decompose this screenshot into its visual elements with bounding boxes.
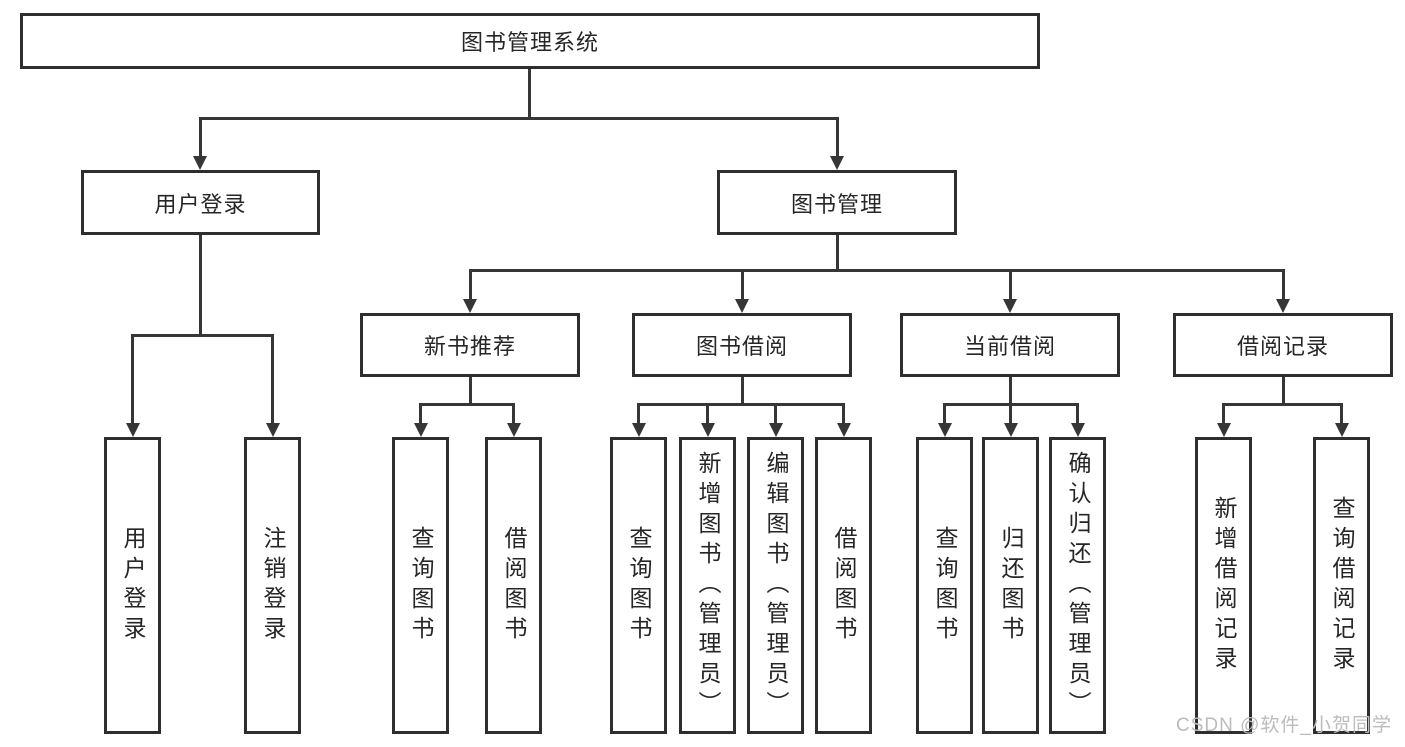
- leaf-edit-books-admin: 编辑图书（管理员）: [747, 437, 804, 734]
- node-user-login: 用户登录: [81, 170, 320, 235]
- leaf-query-borrow-record: 查询借阅记录: [1313, 437, 1370, 734]
- leaf-borrow-books-label: 借阅图书: [831, 525, 857, 646]
- arrowhead-current-borrow-icon: [1003, 299, 1017, 313]
- connector-new-book-stem: [469, 377, 472, 405]
- connector-drop-new-book: [469, 269, 472, 300]
- connector-borrow-records-stem: [1282, 377, 1285, 405]
- leaf-confirm-return-admin-label: 确认归还（管理员）: [1065, 450, 1091, 721]
- leaf-add-borrow-record: 新增借阅记录: [1195, 437, 1252, 734]
- leaf-add-books-admin: 新增图书（管理员）: [679, 437, 736, 734]
- node-root: 图书管理系统: [20, 13, 1040, 69]
- arrowhead-query-record-icon: [1335, 423, 1349, 437]
- connector-drop-borrow-records: [1282, 269, 1285, 300]
- arrowhead-borrow-query-icon: [632, 423, 646, 437]
- connector-root-drop-right: [836, 117, 839, 157]
- node-user-login-label: 用户登录: [154, 191, 247, 217]
- node-current-borrow: 当前借阅: [900, 313, 1120, 377]
- connector-book-borrow-rail: [637, 403, 845, 406]
- arrowhead-add-record-icon: [1217, 423, 1231, 437]
- arrowhead-edit-books-icon: [769, 423, 783, 437]
- connector-book-borrow-drop-2: [706, 403, 709, 424]
- leaf-return-books: 归还图书: [982, 437, 1039, 734]
- arrowhead-recommend-borrow-icon: [507, 423, 521, 437]
- node-current-borrow-label: 当前借阅: [963, 334, 1056, 359]
- leaf-current-query-books-label: 查询图书: [932, 525, 958, 646]
- leaf-query-borrow-record-label: 查询借阅记录: [1329, 495, 1355, 676]
- leaf-add-borrow-record-label: 新增借阅记录: [1211, 495, 1237, 676]
- leaf-user-login-label: 用户登录: [120, 525, 146, 646]
- connector-root-drop-left: [199, 117, 202, 157]
- leaf-recommend-query-books-label: 查询图书: [408, 525, 434, 646]
- leaf-return-books-label: 归还图书: [998, 525, 1024, 646]
- connector-user-login-rail: [131, 334, 274, 337]
- connector-user-login-stem: [199, 235, 202, 336]
- connector-drop-current-borrow: [1009, 269, 1012, 300]
- connector-book-management-rail: [469, 269, 1284, 272]
- node-book-management: 图书管理: [717, 170, 957, 235]
- leaf-borrow-books: 借阅图书: [815, 437, 872, 734]
- leaf-recommend-borrow-books: 借阅图书: [485, 437, 542, 734]
- node-root-label: 图书管理系统: [460, 30, 599, 55]
- leaf-logout: 注销登录: [244, 437, 301, 734]
- connector-root-stem: [528, 69, 531, 118]
- arrowhead-leaf-logout-icon: [266, 423, 280, 437]
- arrowhead-user-login-icon: [193, 156, 207, 170]
- connector-borrow-records-drop-1: [1222, 403, 1225, 424]
- connector-book-borrow-drop-3: [774, 403, 777, 424]
- leaf-recommend-borrow-books-label: 借阅图书: [501, 525, 527, 646]
- arrowhead-book-borrow-icon: [735, 299, 749, 313]
- connector-new-book-drop-1: [419, 403, 422, 424]
- connector-book-management-stem: [836, 235, 839, 272]
- arrowhead-add-books-icon: [701, 423, 715, 437]
- connector-borrow-records-drop-2: [1340, 403, 1343, 424]
- arrowhead-book-management-icon: [830, 156, 844, 170]
- arrowhead-confirm-return-icon: [1071, 423, 1085, 437]
- connector-book-borrow-drop-1: [637, 403, 640, 424]
- arrowhead-leaf-user-login-icon: [126, 423, 140, 437]
- leaf-add-books-admin-label: 新增图书（管理员）: [695, 450, 721, 721]
- leaf-logout-label: 注销登录: [260, 525, 286, 646]
- node-borrow-records: 借阅记录: [1173, 313, 1393, 377]
- connector-book-borrow-drop-4: [842, 403, 845, 424]
- arrowhead-borrow-books-icon: [837, 423, 851, 437]
- connector-root-rail: [199, 117, 839, 120]
- node-new-book-recommend: 新书推荐: [360, 313, 580, 377]
- arrowhead-return-books-icon: [1004, 423, 1018, 437]
- leaf-edit-books-admin-label: 编辑图书（管理员）: [763, 450, 789, 721]
- arrowhead-new-book-recommend-icon: [463, 299, 477, 313]
- arrowhead-recommend-query-icon: [414, 423, 428, 437]
- connector-borrow-records-rail: [1222, 403, 1343, 406]
- node-book-borrow-label: 图书借阅: [695, 334, 788, 359]
- connector-drop-book-borrow: [741, 269, 744, 300]
- connector-user-login-drop-2: [271, 334, 274, 424]
- node-borrow-records-label: 借阅记录: [1236, 334, 1329, 359]
- connector-current-borrow-drop-2: [1009, 403, 1012, 424]
- connector-new-book-drop-2: [512, 403, 515, 424]
- arrowhead-current-query-icon: [938, 423, 952, 437]
- watermark: CSDN @软件_小贺同学: [1176, 715, 1392, 736]
- leaf-borrow-query-books: 查询图书: [610, 437, 667, 734]
- leaf-current-query-books: 查询图书: [916, 437, 973, 734]
- leaf-borrow-query-books-label: 查询图书: [626, 525, 652, 646]
- node-book-management-label: 图书管理: [790, 191, 883, 217]
- connector-current-borrow-stem: [1009, 377, 1012, 405]
- connector-user-login-drop-1: [131, 334, 134, 424]
- connector-book-borrow-stem: [741, 377, 744, 405]
- connector-current-borrow-drop-3: [1076, 403, 1079, 424]
- arrowhead-borrow-records-icon: [1276, 299, 1290, 313]
- leaf-user-login: 用户登录: [104, 437, 161, 734]
- node-book-borrow: 图书借阅: [632, 313, 852, 377]
- node-new-book-recommend-label: 新书推荐: [423, 334, 516, 359]
- leaf-recommend-query-books: 查询图书: [392, 437, 449, 734]
- leaf-confirm-return-admin: 确认归还（管理员）: [1049, 437, 1106, 734]
- connector-new-book-rail: [419, 403, 515, 406]
- connector-current-borrow-drop-1: [943, 403, 946, 424]
